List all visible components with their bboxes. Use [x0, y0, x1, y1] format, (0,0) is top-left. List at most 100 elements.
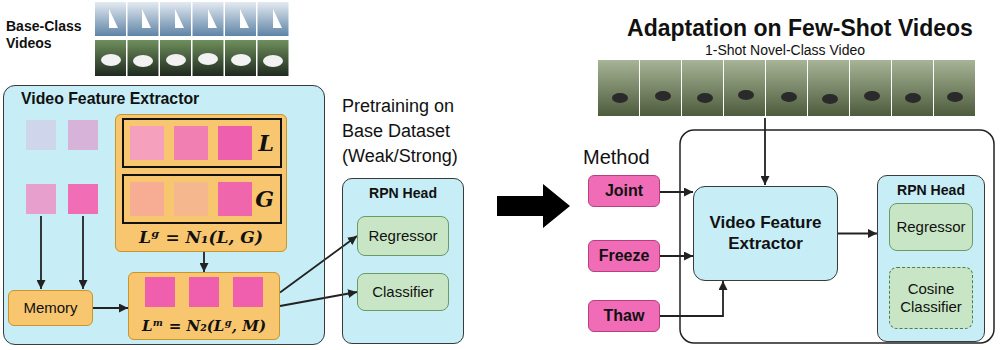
- feature-row: L: [122, 118, 282, 168]
- method-box: Freeze: [588, 240, 660, 272]
- panda-figure: [822, 94, 838, 104]
- node-text: Cosine Classifier: [895, 280, 967, 316]
- feature-arrow: [40, 216, 42, 289]
- process-box: Cosine Classifier: [889, 267, 973, 329]
- node-text: G: [255, 186, 274, 212]
- video-frame: [128, 2, 159, 36]
- panda-figure: [905, 93, 921, 103]
- video-frame: [95, 40, 126, 76]
- node-text: RPN Head: [343, 185, 463, 202]
- box-fill: [342, 178, 464, 344]
- video-frame: [682, 60, 723, 116]
- feature-square: [145, 277, 175, 307]
- flow-arrow: [838, 233, 877, 235]
- video-frame: [258, 2, 289, 36]
- panda-figure: [697, 93, 713, 103]
- node-text: Video Feature Extractor: [699, 213, 832, 254]
- flow-arrow: [280, 236, 357, 292]
- process-box: Regressor: [889, 203, 973, 251]
- cat-figure: [198, 53, 218, 65]
- cat-figure: [133, 55, 153, 67]
- video-frame: [95, 2, 126, 36]
- video-label: 1-Shot Novel-Class Video: [590, 42, 980, 59]
- sail: [175, 9, 184, 28]
- section-label: Base-Class Videos: [6, 18, 90, 52]
- flow-arrow: [93, 307, 128, 309]
- flow-arrow: [203, 252, 205, 272]
- video-frame: [724, 60, 765, 116]
- box-fill: [3, 85, 325, 345]
- feature-square: [218, 182, 252, 216]
- panda-figure: [781, 92, 797, 102]
- feature-square: [174, 126, 208, 160]
- sail: [142, 9, 151, 28]
- node-text: Joint: [605, 181, 643, 200]
- stage-title: Adaptation on Few-Shot Videos: [605, 14, 995, 42]
- flow-arrow: [280, 292, 357, 306]
- video-frame: [193, 40, 224, 76]
- node-text: L: [259, 130, 274, 156]
- node-text: Thaw: [604, 306, 645, 325]
- video-frame: [640, 60, 681, 116]
- node-text: Regressor: [368, 227, 437, 245]
- box-fill: [115, 114, 287, 252]
- video-frame: [128, 40, 159, 76]
- process-box: Classifier: [357, 273, 449, 311]
- memory-fusion-block: Lᵐ = N₂(Lᵍ, M): [128, 272, 280, 340]
- sail: [208, 9, 217, 28]
- feature-square: [68, 184, 98, 214]
- video-frame: [160, 40, 191, 76]
- module-panel: Video Feature Extractor Lᵍ = N₁(L, G) L G Me…: [3, 85, 325, 345]
- method-box: Joint: [588, 175, 660, 207]
- video-frame: [934, 60, 975, 116]
- feature-square: [26, 120, 56, 150]
- flow-arrow: [660, 255, 693, 257]
- feature-square: [218, 126, 252, 160]
- video-frame: [225, 2, 256, 36]
- feature-square: [189, 277, 219, 307]
- video-frame: [598, 60, 639, 116]
- fusion-block: Lᵍ = N₁(L, G) L G: [115, 114, 287, 252]
- node-text: RPN Head: [878, 182, 984, 199]
- box-fill: [128, 272, 280, 340]
- feature-square: [130, 182, 164, 216]
- process-box: Regressor: [357, 216, 449, 256]
- memory-box: Memory: [8, 290, 93, 326]
- feature-arrow: [82, 216, 84, 289]
- node-text: Lᵐ = N₂(Lᵍ, M): [142, 317, 266, 335]
- video-frame: [160, 2, 191, 36]
- sail: [109, 9, 118, 28]
- node-text: Lᵍ = N₁(L, G): [139, 227, 263, 247]
- group-label: Method: [583, 145, 683, 169]
- feature-row: G: [122, 174, 282, 224]
- head-panel: RPN HeadRegressorCosine Classifier: [877, 175, 985, 342]
- cat-figure: [166, 54, 186, 66]
- feature-square: [68, 120, 98, 150]
- panda-figure: [947, 92, 963, 102]
- panda-figure: [655, 91, 671, 101]
- input-arrow: [764, 118, 766, 185]
- video-frame: [850, 60, 891, 116]
- video-frame: [892, 60, 933, 116]
- video-frame: [766, 60, 807, 116]
- cat-figure: [263, 55, 283, 67]
- node-text: Freeze: [599, 246, 650, 265]
- node-text: Video Feature Extractor: [21, 89, 324, 108]
- stage-arrow: [497, 184, 570, 228]
- feature-square: [130, 126, 164, 160]
- flow-arrow: [660, 191, 693, 193]
- sail: [273, 9, 282, 28]
- cat-figure: [231, 54, 251, 66]
- sail: [240, 9, 249, 28]
- method-panel: [680, 130, 994, 343]
- flow-arrow: [660, 281, 723, 316]
- feature-square: [174, 182, 208, 216]
- node-text: Classifier: [372, 283, 434, 301]
- cat-figure: [101, 54, 121, 66]
- method-box: Thaw: [588, 300, 660, 332]
- node-text: Regressor: [896, 218, 965, 236]
- panda-figure: [612, 93, 628, 103]
- video-frame: [225, 40, 256, 76]
- video-frame: [258, 40, 289, 76]
- video-frame: [193, 2, 224, 36]
